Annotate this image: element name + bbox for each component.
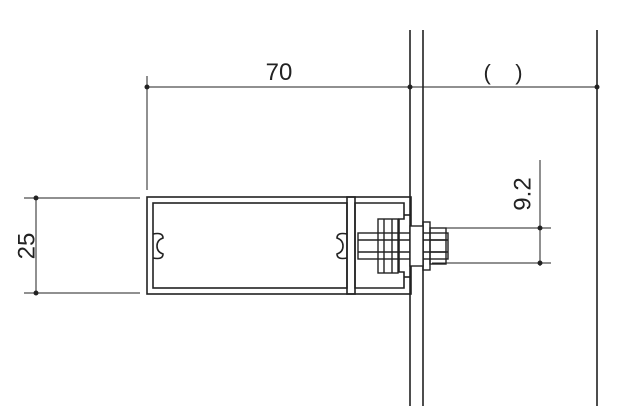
- profile-main-chamber: [152, 202, 348, 289]
- screw-port-left: [152, 232, 164, 260]
- height-tick-bottom: [33, 290, 39, 296]
- bolt-label: 9.2: [509, 177, 536, 210]
- bolt-tick-bottom: [537, 260, 543, 266]
- profile-rear-chamber: [354, 202, 405, 289]
- width-label: 70: [266, 59, 293, 86]
- wall-slot-cutout: [409, 225, 424, 267]
- width-tick-mid: [407, 84, 413, 90]
- height-label: 25: [13, 233, 40, 260]
- washer: [422, 221, 431, 271]
- profile-outer: [146, 196, 412, 295]
- t-bolt-head: [377, 218, 399, 274]
- dimension-width: [144, 76, 600, 190]
- dimension-bolt: [432, 160, 551, 266]
- width-tick-right: [594, 84, 600, 90]
- height-tick-top: [33, 195, 39, 201]
- screw-port-right: [336, 232, 348, 260]
- mullion-profile: [146, 196, 412, 295]
- wall-thickness-label: ( ): [483, 60, 522, 85]
- profile-web-outer: [346, 196, 356, 295]
- wall-panel: [409, 30, 598, 406]
- hex-nut: [429, 227, 447, 265]
- dimension-height: [24, 195, 140, 296]
- bolt-tick-top: [537, 225, 543, 231]
- bolt-assembly: [357, 218, 449, 274]
- width-tick-left: [144, 84, 150, 90]
- bolt-shank: [357, 232, 449, 260]
